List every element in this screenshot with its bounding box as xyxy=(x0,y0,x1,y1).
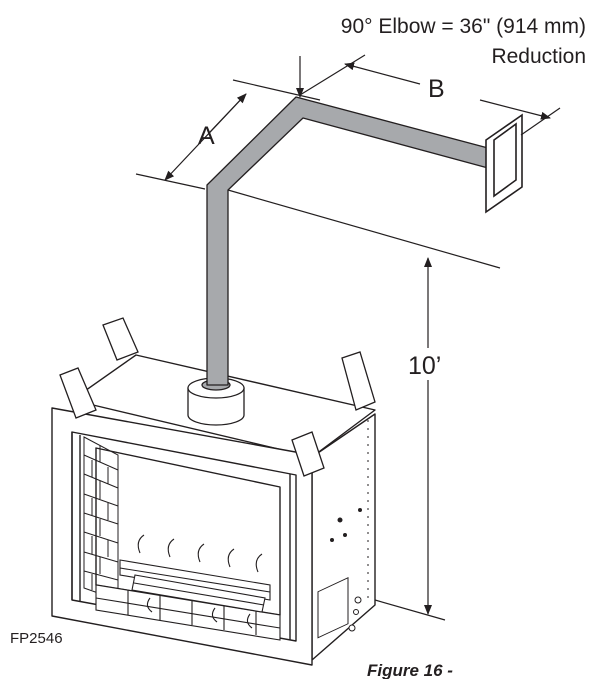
standoff-brackets xyxy=(59,317,376,477)
height-dimension-label: 10’ xyxy=(408,352,441,380)
elbow-reduction-label-line2: Reduction xyxy=(491,45,586,68)
log-grate xyxy=(95,534,281,641)
dimension-b-label: B xyxy=(428,75,445,103)
side-panel-details xyxy=(317,420,369,639)
vent-pipe xyxy=(206,96,489,386)
dimension-a-label: A xyxy=(198,122,215,150)
dimension-lines xyxy=(135,54,561,621)
elbow-reduction-label: 90° Elbow = 36" (914 mm) xyxy=(341,15,586,38)
figure-caption: Figure 16 - xyxy=(367,661,453,679)
wall-terminal xyxy=(485,113,523,214)
figure-code-label: FP2546 xyxy=(10,630,63,647)
